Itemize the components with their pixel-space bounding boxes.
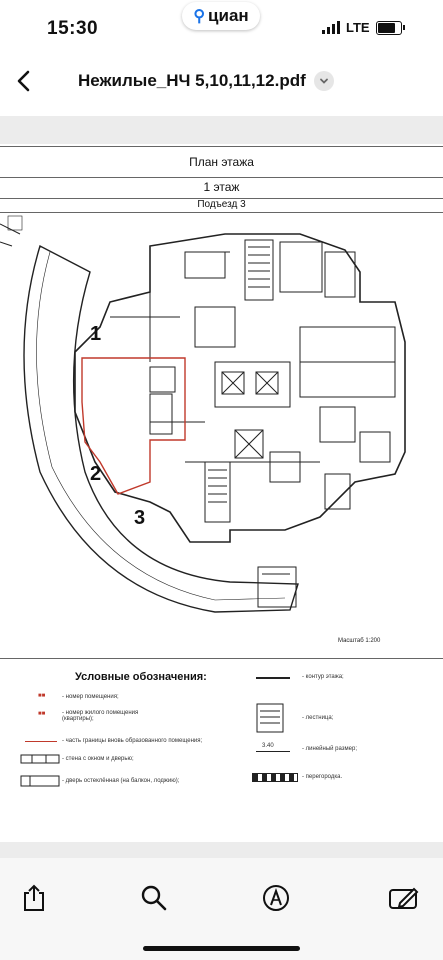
search-button[interactable] [134, 878, 174, 918]
signal-icon [322, 21, 340, 34]
legend-red-swatch-1: ■■ [38, 693, 46, 699]
mark-2: 2 [90, 463, 101, 485]
legend-item-1: - номер помещения; [62, 694, 119, 700]
share-button[interactable] [14, 878, 54, 918]
cian-logo-icon: ⚲ [193, 8, 206, 25]
legend-item-6: - контур этажа; [302, 674, 344, 680]
legend-item-4: - стена с окном и дверью; [62, 756, 134, 762]
legend-title: Условные обозначения: [75, 671, 207, 683]
share-icon [24, 884, 44, 911]
bottom-toolbar [0, 858, 443, 960]
dimension-line [256, 751, 290, 752]
stair-icon [256, 703, 284, 733]
app-badge-label: циан [208, 6, 249, 25]
home-indicator [143, 946, 300, 951]
contour-line [256, 677, 290, 679]
legend: Условные обозначения: ■■ - номер помещен… [0, 658, 443, 841]
page-gap-bottom [0, 842, 443, 858]
floor-label: 1 этаж [0, 176, 443, 199]
floor-plan: 1 2 3 Масштаб 1:200 [0, 212, 443, 657]
partition-icon [252, 773, 298, 782]
scale-label: Масштаб 1:200 [338, 638, 381, 644]
wall-window-door-icon [20, 754, 60, 764]
nav-bar: Нежилые_НЧ 5,10,11,12.pdf [0, 56, 443, 106]
legend-item-3: - часть границы вновь образованного поме… [62, 738, 203, 744]
chevron-down-icon [319, 78, 328, 84]
legend-item-9: - перегородка. [302, 774, 343, 780]
app-badge[interactable]: ⚲ циан [182, 2, 260, 30]
document-title: Нежилые_НЧ 5,10,11,12.pdf [78, 71, 306, 90]
status-time: 15:30 [47, 18, 99, 39]
markup-button[interactable] [256, 878, 296, 918]
markup-icon [263, 885, 289, 911]
document-title-menu[interactable]: Нежилые_НЧ 5,10,11,12.pdf [78, 66, 334, 96]
legend-red-swatch-2: ■■ [38, 711, 46, 717]
network-label: LTE [346, 20, 370, 35]
plan-title: План этажа [0, 146, 443, 178]
search-icon [141, 885, 167, 911]
dimension-example: 3.40 [262, 743, 274, 749]
pdf-page[interactable]: План этажа 1 этаж Подъезд 3 [0, 146, 443, 840]
mark-3: 3 [134, 507, 145, 529]
glazed-door-icon [20, 775, 60, 787]
status-indicators: LTE [322, 20, 405, 35]
legend-item-2: - номер жилого помещения (квартиры); [62, 710, 139, 722]
mark-1: 1 [90, 323, 101, 345]
legend-item-7: - лестница; [302, 715, 334, 721]
status-bar: 15:30 ⚲ циан LTE [0, 0, 443, 56]
battery-icon [375, 20, 405, 35]
floor-plan-drawing: 1 2 3 Масштаб 1:200 [0, 215, 406, 644]
chevron-left-icon [17, 70, 30, 92]
entrance-label: Подъезд 3 [0, 198, 443, 213]
back-button[interactable] [8, 64, 42, 98]
edit-button[interactable] [384, 878, 424, 918]
legend-red-line [25, 741, 57, 742]
legend-item-5: - дверь остеклённая (на балкон, лоджию); [62, 778, 180, 784]
title-dropdown-button[interactable] [313, 71, 334, 91]
page-gap-top [0, 116, 443, 144]
edit-icon [389, 887, 419, 909]
legend-item-8: - линейный размер; [302, 746, 357, 752]
